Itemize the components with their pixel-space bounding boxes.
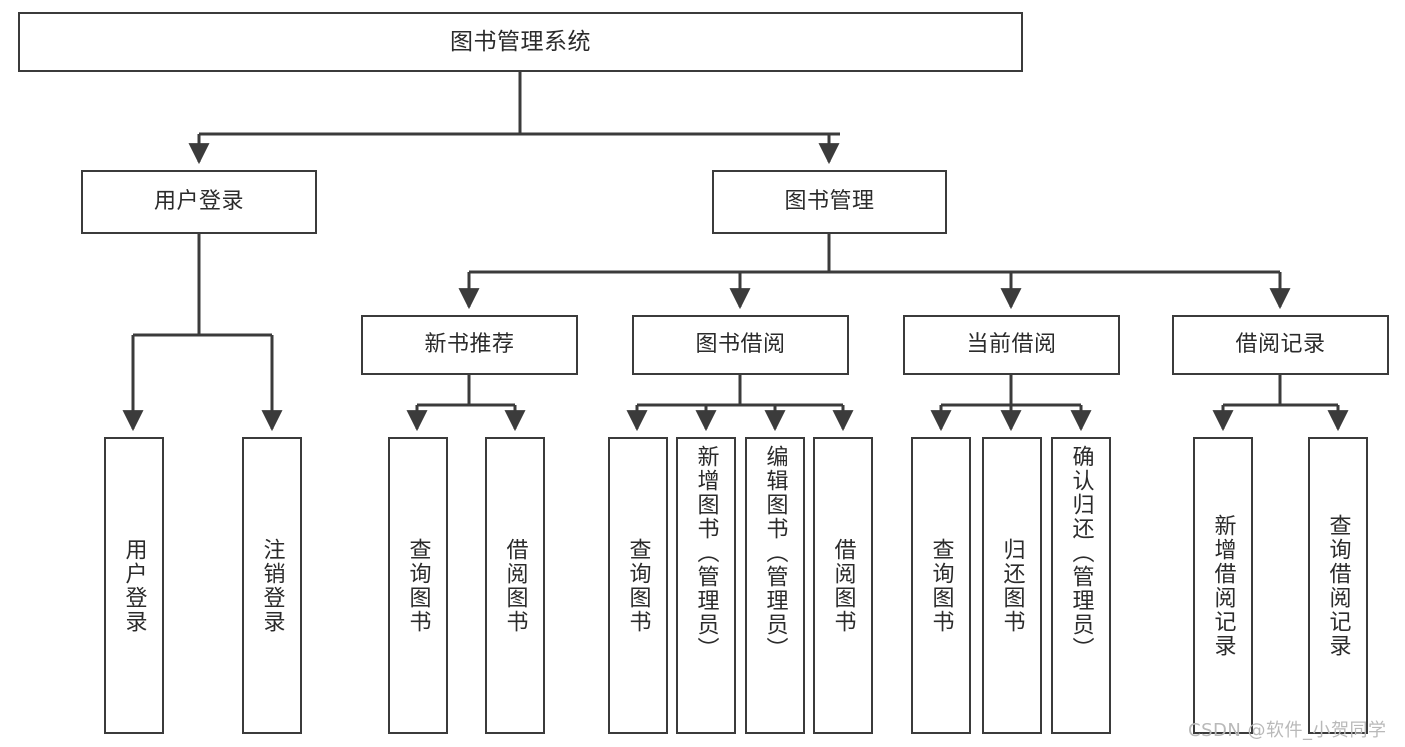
node-leaf-query-book-1-label: 查询图书 bbox=[405, 537, 431, 634]
node-book-manage[interactable]: 图书管理 bbox=[712, 170, 947, 234]
node-leaf-user-login-label: 用户登录 bbox=[121, 537, 147, 634]
node-leaf-add-book-label: 新增图书（管理员） bbox=[693, 445, 719, 661]
csdn-watermark: CSDN @软件_小贺同学 bbox=[1188, 720, 1387, 741]
node-leaf-borrow-book-2-label: 借阅图书 bbox=[830, 537, 856, 634]
node-book-borrow[interactable]: 图书借阅 bbox=[632, 315, 849, 375]
node-leaf-add-record-label: 新增借阅记录 bbox=[1210, 513, 1236, 658]
node-leaf-borrow-book-2[interactable]: 借阅图书 bbox=[813, 437, 873, 734]
node-user-login[interactable]: 用户登录 bbox=[81, 170, 317, 234]
node-leaf-edit-book[interactable]: 编辑图书（管理员） bbox=[745, 437, 805, 734]
node-leaf-borrow-book-1-label: 借阅图书 bbox=[502, 537, 528, 634]
node-leaf-confirm-return[interactable]: 确认归还（管理员） bbox=[1051, 437, 1111, 734]
node-user-login-label: 用户登录 bbox=[153, 188, 244, 214]
node-leaf-query-book-3[interactable]: 查询图书 bbox=[911, 437, 971, 734]
node-current-borrow[interactable]: 当前借阅 bbox=[903, 315, 1120, 375]
node-borrow-record[interactable]: 借阅记录 bbox=[1172, 315, 1389, 375]
node-book-manage-label: 图书管理 bbox=[784, 188, 875, 214]
node-leaf-return-book-label: 归还图书 bbox=[999, 537, 1025, 634]
node-current-borrow-label: 当前借阅 bbox=[966, 331, 1057, 357]
node-root[interactable]: 图书管理系统 bbox=[18, 12, 1023, 72]
node-root-label: 图书管理系统 bbox=[450, 28, 591, 55]
node-leaf-query-book-2[interactable]: 查询图书 bbox=[608, 437, 668, 734]
node-borrow-record-label: 借阅记录 bbox=[1235, 331, 1326, 357]
node-leaf-add-book[interactable]: 新增图书（管理员） bbox=[676, 437, 736, 734]
node-leaf-query-record[interactable]: 查询借阅记录 bbox=[1308, 437, 1368, 734]
node-leaf-user-logout-label: 注销登录 bbox=[259, 537, 285, 634]
node-leaf-return-book[interactable]: 归还图书 bbox=[982, 437, 1042, 734]
node-leaf-edit-book-label: 编辑图书（管理员） bbox=[762, 445, 788, 661]
node-leaf-query-book-1[interactable]: 查询图书 bbox=[388, 437, 448, 734]
node-leaf-query-book-3-label: 查询图书 bbox=[928, 537, 954, 634]
node-leaf-query-book-2-label: 查询图书 bbox=[625, 537, 651, 634]
node-leaf-user-login[interactable]: 用户登录 bbox=[104, 437, 164, 734]
node-leaf-query-record-label: 查询借阅记录 bbox=[1325, 513, 1351, 658]
node-leaf-borrow-book-1[interactable]: 借阅图书 bbox=[485, 437, 545, 734]
node-leaf-add-record[interactable]: 新增借阅记录 bbox=[1193, 437, 1253, 734]
node-new-book-rec[interactable]: 新书推荐 bbox=[361, 315, 578, 375]
node-new-book-rec-label: 新书推荐 bbox=[424, 331, 515, 357]
node-leaf-confirm-return-label: 确认归还（管理员） bbox=[1068, 445, 1094, 661]
node-leaf-user-logout[interactable]: 注销登录 bbox=[242, 437, 302, 734]
node-book-borrow-label: 图书借阅 bbox=[695, 331, 786, 357]
